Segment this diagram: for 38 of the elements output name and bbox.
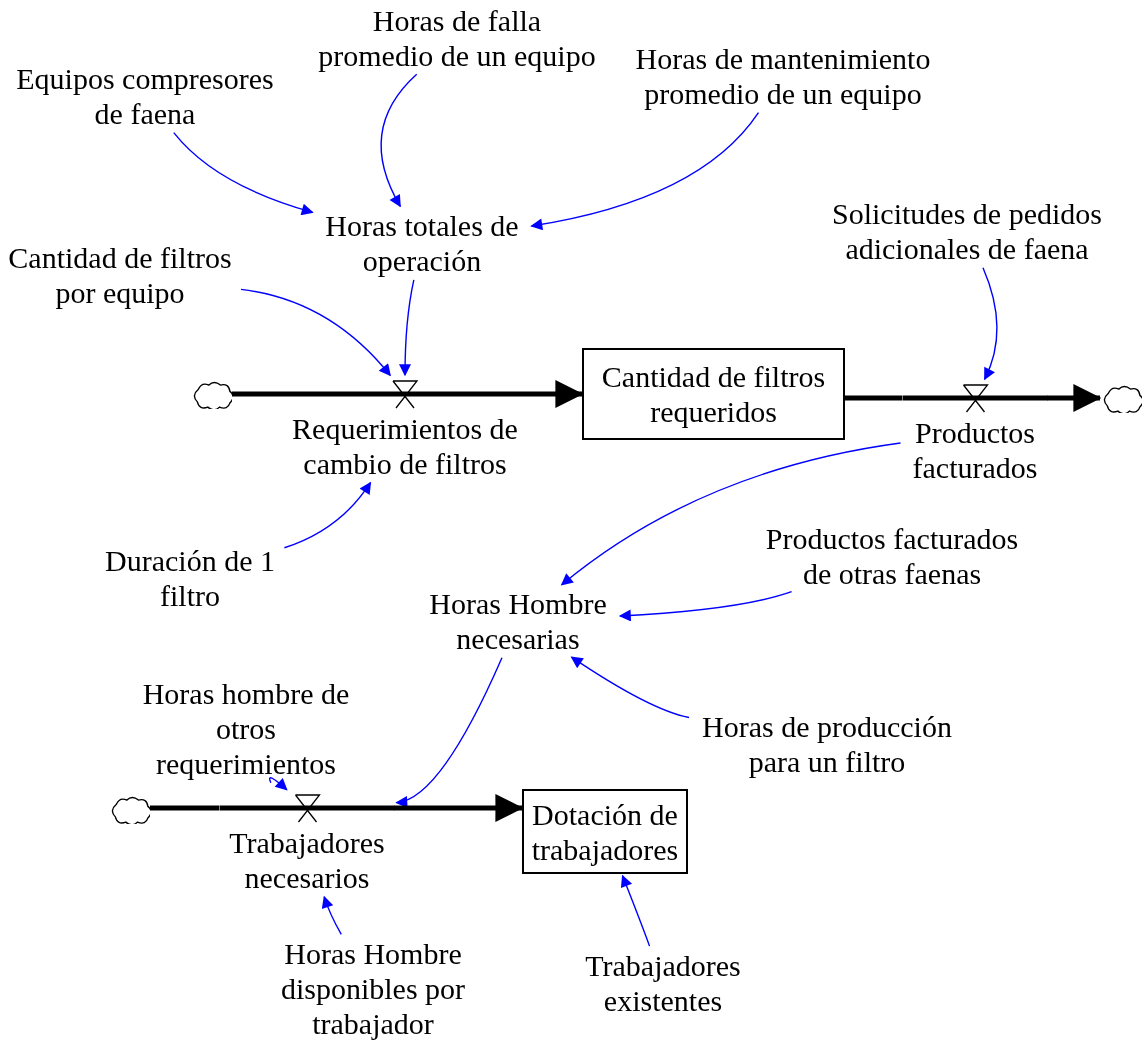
causal-arrow bbox=[380, 73, 418, 208]
flow-label: Trabajadores necesarios bbox=[228, 825, 386, 895]
variable-label: Trabajadores existentes bbox=[575, 948, 751, 1018]
variable-label: Cantidad de filtros por equipo bbox=[1, 240, 239, 310]
flow-pipe bbox=[150, 805, 220, 811]
causal-arrow bbox=[395, 657, 503, 807]
causal-arrow bbox=[982, 267, 998, 381]
causal-arrow bbox=[560, 442, 902, 586]
variable-label: Horas Hombre necesarias bbox=[418, 586, 618, 656]
flow-label: Productos facturados bbox=[911, 415, 1039, 485]
flow-label: Requerimientos de cambio de filtros bbox=[291, 411, 519, 481]
variable-label: Productos facturados de otras faenas bbox=[756, 521, 1028, 591]
variable-label: Horas de mantenimiento promedio de un equipo bbox=[630, 41, 936, 111]
variable-label: Solicitudes de pedidos adicionales de faena bbox=[824, 196, 1110, 266]
causal-arrow bbox=[399, 279, 415, 377]
causal-arrow bbox=[240, 288, 391, 377]
variable-label: Horas totales de operación bbox=[314, 208, 530, 278]
causal-arrow bbox=[618, 590, 793, 622]
variable-label: Horas de falla promedio de un equipo bbox=[307, 3, 607, 73]
variable-label: Duración de 1 filtro bbox=[97, 543, 283, 613]
flow-pipe bbox=[232, 391, 286, 397]
causal-arrow bbox=[620, 874, 651, 947]
causal-arrow bbox=[173, 131, 314, 215]
causal-arrow bbox=[283, 481, 372, 549]
flow-pipe bbox=[394, 794, 524, 822]
flow-pipe bbox=[845, 395, 903, 401]
stock-box: Dotación de trabajadores bbox=[522, 789, 688, 874]
variable-label: Horas Hombre disponibles por trabajador bbox=[273, 936, 473, 1041]
variable-label: Horas hombre de otros requerimientos bbox=[123, 676, 369, 781]
flow-pipe bbox=[1047, 384, 1102, 412]
causal-arrow bbox=[570, 656, 690, 719]
variable-label: Horas de producción para un filtro bbox=[691, 709, 963, 779]
causal-arrow bbox=[268, 777, 288, 791]
flow-pipe bbox=[524, 380, 584, 408]
variable-label: Equipos compresores de faena bbox=[9, 61, 281, 131]
stock-box: Cantidad de filtros requeridos bbox=[582, 348, 845, 440]
causal-arrow bbox=[321, 895, 342, 935]
causal-arrow bbox=[530, 111, 760, 231]
